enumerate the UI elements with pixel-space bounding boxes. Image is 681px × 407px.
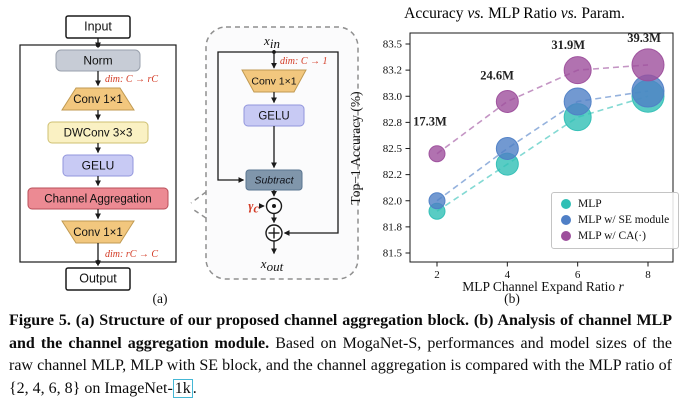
chart-legend: MLP MLP w/ SE module MLP w/ CA(·) <box>551 192 680 249</box>
trend-line-2 <box>436 64 649 155</box>
x-out-label: xout <box>260 256 284 274</box>
x-axis-label-text: MLP Channel Expand Ratio <box>462 279 619 294</box>
bubble-series2-r6 <box>563 56 592 85</box>
legend-item-mlp-se: MLP w/ SE module <box>561 214 669 226</box>
caption-bold: Figure 5. (a) Structure of our proposed … <box>9 312 672 352</box>
title-part: MLP Ratio <box>484 5 561 22</box>
diagram-channel-aggregation-block: Input Norm dim: C → rC Conv 1×1 DWConv 3… <box>19 15 177 291</box>
title-part: Param. <box>577 5 625 22</box>
input-label: Input <box>84 20 112 34</box>
param-annotation: 31.9M <box>551 38 585 52</box>
trend-line-0 <box>436 95 649 212</box>
y-tick-label: 83.2 <box>383 65 402 77</box>
gamma-c-label: γc <box>248 199 259 216</box>
zoom-bubble-tail <box>190 191 207 219</box>
legend-item-mlp-ca: MLP w/ CA(·) <box>561 230 669 242</box>
y-tick-label: 82.2 <box>383 169 402 181</box>
bubble-series2-r2 <box>428 145 446 163</box>
identity-branch-to-subtract <box>217 51 274 183</box>
caption-period: . <box>192 380 197 398</box>
subfigure-label-b: (b) <box>504 291 520 306</box>
dim-expand-label: dim: C → rC <box>105 74 158 85</box>
legend-marker-mlp <box>561 199 571 209</box>
x-tick-label: 4 <box>505 269 511 281</box>
y-tick-label: 81.8 <box>383 221 403 233</box>
bubble-series1-r2 <box>428 192 446 210</box>
multiply-dot <box>272 204 276 208</box>
channel-aggregation-label: Channel Aggregation <box>44 194 151 206</box>
legend-label-mlp-se: MLP w/ SE module <box>578 214 670 226</box>
conv1x1-detail-trapezoid <box>241 69 307 93</box>
legend-item-mlp: MLP <box>561 198 669 210</box>
x-tick-label: 6 <box>575 269 581 281</box>
param-annotation: 24.6M <box>480 69 514 83</box>
title-part-italic: vs. <box>467 5 485 22</box>
bubble-series2-r8 <box>631 48 665 82</box>
figure-5: Input Norm dim: C → rC Conv 1×1 DWConv 3… <box>19 5 681 306</box>
param-annotation: 39.3M <box>627 31 661 45</box>
chart-accuracy-vs-mlp-ratio: 83.5 83.2 83.0 82.8 82.5 82.2 82.0 81.8 81.5 2 4 6 8… <box>383 31 674 281</box>
title-part-italic: vs. <box>560 5 578 22</box>
x-tick-label: 2 <box>434 269 440 281</box>
bubble-series1-r4 <box>495 137 519 160</box>
legend-label-mlp-ca: MLP w/ CA(·) <box>578 230 646 242</box>
y-tick-label: 82.8 <box>383 117 403 129</box>
dataset-link-box: 1k <box>172 379 193 399</box>
dwconv-label: DWConv 3×3 <box>64 128 133 140</box>
chart-content: 83.5 83.2 83.0 82.8 82.5 82.2 82.0 81.8 81.5 2 4 6 8… <box>383 31 665 281</box>
title-part: Accuracy <box>404 5 468 22</box>
conv1x1-expand-label: Conv 1×1 <box>73 94 123 106</box>
legend-label-mlp: MLP <box>578 198 602 210</box>
bubble-series1-r6 <box>563 87 592 116</box>
x-tick-label: 8 <box>645 269 651 281</box>
legend-marker-mlp-se <box>561 215 571 225</box>
x-in-label: xin <box>263 33 280 51</box>
x-axis-label: MLP Channel Expand Ratio r <box>410 279 676 295</box>
trend-line-1 <box>436 90 649 202</box>
x-axis-label-variable: r <box>618 279 624 294</box>
y-tick-label: 82.0 <box>383 195 403 207</box>
legend-marker-mlp-ca <box>561 231 571 241</box>
gelu-label: GELU <box>82 159 115 173</box>
conv1x1-reduce-label: Conv 1×1 <box>73 227 123 239</box>
caption-text: Based on MogaNet-S, performances and mod… <box>9 334 672 398</box>
dim-reduce-to-one-label: dim: C → 1 <box>280 56 328 67</box>
diagram-channel-aggregation-detail: xin dim: C → 1 Conv 1×1 GELU Subtract γc… <box>190 26 359 280</box>
y-tick-label: 83.5 <box>383 39 403 51</box>
y-tick-label: 82.5 <box>383 143 403 155</box>
gelu-detail-label: GELU <box>258 111 289 123</box>
y-tick-label: 83.0 <box>383 91 403 103</box>
conv1x1-expand-trapezoid <box>61 87 135 111</box>
output-label: Output <box>79 272 117 286</box>
identity-skip-to-add <box>274 51 339 236</box>
conv1x1-reduce-trapezoid <box>61 220 135 244</box>
subtract-label: Subtract <box>254 175 294 187</box>
y-axis-label: Top−1 Accuracy (%) <box>348 91 363 205</box>
param-annotation: 17.3M <box>413 115 447 129</box>
conv1x1-detail-label: Conv 1×1 <box>251 76 296 88</box>
chart-title: Accuracy vs. MLP Ratio vs. Param. <box>348 5 681 23</box>
bubble-series2-r4 <box>495 89 519 113</box>
dim-reduce-label: dim: rC → C <box>105 249 158 260</box>
y-tick-label: 81.5 <box>383 248 403 260</box>
subfigure-label-a: (a) <box>152 291 168 306</box>
norm-label: Norm <box>83 54 112 68</box>
zoom-bubble-outline <box>205 26 359 280</box>
figure-caption: Figure 5. (a) Structure of our proposed … <box>9 310 672 401</box>
output-box <box>65 267 131 291</box>
